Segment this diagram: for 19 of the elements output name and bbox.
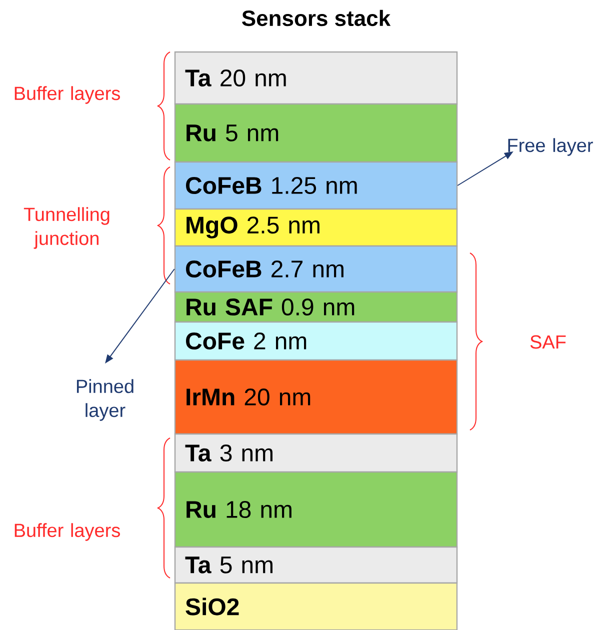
bracket-label: Tunnelling junction xyxy=(24,207,110,249)
layer-box: Ru SAF 0.9 nm xyxy=(174,291,458,323)
bracket-label: SAF xyxy=(530,335,566,349)
layer-box: CoFeB 2.7 nm xyxy=(174,245,458,293)
layer-box: CoFe 2 nm xyxy=(174,321,458,361)
annotation-text: Pinned layer xyxy=(76,379,134,421)
bracket-label: Buffer layers xyxy=(14,523,120,541)
layer-box: CoFeB 1.25 nm xyxy=(174,161,458,210)
layer-box: Ta 20 nm xyxy=(174,51,458,105)
layer-box: Ru 5 nm xyxy=(174,103,458,163)
bracket-label: Buffer layers xyxy=(14,86,120,104)
layer-box: IrMn 20 nm xyxy=(174,359,458,435)
title: Sensors stack xyxy=(242,10,391,26)
layer-box: Ta 5 nm xyxy=(174,546,458,584)
layer-box: Ta 3 nm xyxy=(174,433,458,473)
layer-box: Ru 18 nm xyxy=(174,471,458,548)
annotation-text: Free layer xyxy=(508,138,593,156)
layer-box: SiO2 xyxy=(174,582,458,630)
layer-box: MgO 2.5 nm xyxy=(174,208,458,247)
